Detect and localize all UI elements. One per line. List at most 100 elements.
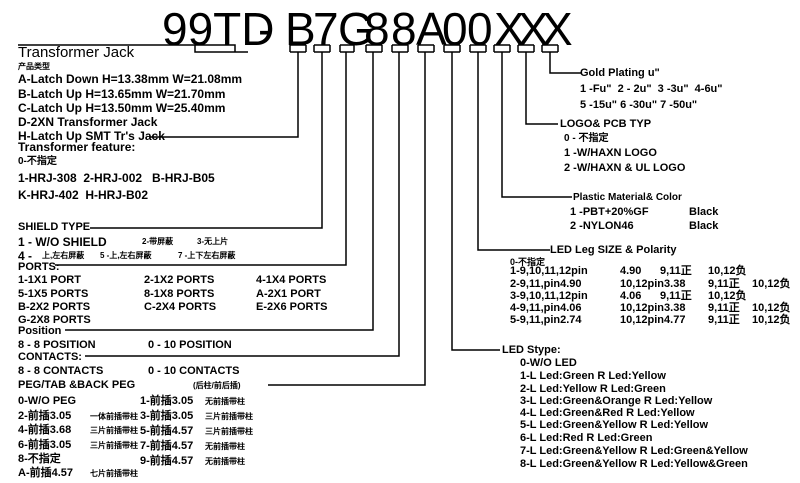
peg-item-note: 无前插带柱 (205, 457, 245, 466)
led-leg-item: 10,12pin4.77 (620, 314, 686, 326)
shield-item: 7 -上下左右屏蔽 (178, 251, 236, 260)
peg-item: 1-前插3.05 (140, 395, 194, 407)
led-leg-title: LED Leg SIZE & Polarity (550, 244, 677, 256)
led-leg-item: 10,12负 (708, 290, 747, 302)
port-item: 2-1X2 PORTS (144, 274, 215, 286)
code-dash: - (258, 3, 274, 55)
leader-peg (268, 52, 426, 386)
peg-item-note: 三片前插带柱 (90, 441, 138, 450)
position-item: 8 - 8 POSITION (18, 339, 96, 351)
led-stype-item: 3-L Led:Green&Orange R Led:Yellow (520, 395, 713, 407)
led-leg-item: 9,11正 (660, 290, 692, 302)
plastic-item: 1 -PBT+20%GF (570, 206, 649, 218)
contacts-item: 8 - 8 CONTACTS (18, 365, 104, 377)
plastic-color: Black (689, 220, 719, 232)
port-item: A-2X1 PORT (256, 288, 321, 300)
feature-item: 0-不指定 (18, 156, 57, 167)
plastic-color: Black (689, 206, 719, 218)
leader-gold (549, 52, 582, 74)
jack-item: A-Latch Down H=13.38mm W=21.08mm (18, 72, 243, 86)
code-ports: 8 (364, 3, 390, 55)
plastic-item: 2 -NYLON46 (570, 220, 634, 232)
led-stype-item: 6-L Led:Red R Led:Green (520, 432, 653, 444)
led-leg-item: 10,12pin3.38 (620, 278, 686, 290)
led-stype-item: 4-L Led:Green&Red R Led:Yellow (520, 407, 695, 419)
led-stype-item: 0-W/O LED (520, 357, 577, 369)
led-leg-item: 1-9,10,11,12pin (510, 265, 588, 277)
transformer-jack-title: Transformer Jack (18, 44, 135, 61)
led-leg-item: 10,12负 (708, 265, 747, 277)
led-leg-item: 10,12负 (752, 314, 791, 326)
peg-item-note: 七片前插带柱 (90, 469, 138, 478)
peg-item: 4-前插3.68 (18, 424, 72, 436)
shield-item: 5 -上,左右屏蔽 (100, 251, 152, 260)
led-leg-item: 4-9,11,pin4.06 (510, 302, 582, 314)
code-peg: 0 (442, 3, 468, 55)
peg-item: 7-前插4.57 (140, 440, 194, 452)
peg-item-note: 三片前插带柱 (205, 427, 253, 436)
leader-logo (525, 52, 558, 125)
port-item: 5-1X5 PORTS (18, 288, 89, 300)
led-leg-item: 10,12pin3.38 (620, 302, 686, 314)
peg-title-note: (后柱/前后插) (193, 381, 241, 390)
port-item: 1-1X1 PORT (18, 274, 81, 286)
shield-item: 2-带屏蔽 (142, 237, 174, 246)
peg-item: 5-前插4.57 (140, 425, 194, 437)
led-leg-item: 9,11正 (660, 265, 692, 277)
led-leg-item: 9,11正 (708, 302, 740, 314)
shield-type-title: SHIELD TYPE (18, 221, 91, 233)
contacts-item: 0 - 10 CONTACTS (148, 365, 240, 377)
code-feature: 7 (313, 3, 339, 55)
transformer-feature-title: Transformer feature: (18, 140, 136, 154)
led-leg-item: 0-不指定 (510, 257, 546, 267)
gold-plating-title: Gold Plating u" (580, 67, 660, 79)
port-item: B-2X2 PORTS (18, 301, 91, 313)
shield-item: 3-无上片 (197, 237, 229, 246)
code-gold: X (542, 3, 573, 55)
peg-item: 6-前插3.05 (18, 439, 72, 451)
led-leg-item: 10,12负 (752, 302, 791, 314)
led-stype-item: 1-L Led:Green R Led:Yellow (520, 370, 666, 382)
led-leg-item: 9,11正 (708, 314, 740, 326)
code-jack: B (285, 3, 316, 55)
plastic-title: Plastic Material& Color (573, 192, 682, 203)
led-leg-item: 4.06 (620, 290, 642, 302)
port-item: E-2X6 PORTS (256, 301, 328, 313)
feature-item: 1-HRJ-308 2-HRJ-002 B-HRJ-B05 (18, 171, 215, 185)
shield-item: 4 - (18, 249, 33, 263)
transformer-jack-subtitle: 产品类型 (18, 62, 50, 71)
gold-item: 5 -15u" 6 -30u" 7 -50u" (580, 99, 698, 111)
code-led-stype: 0 (467, 3, 493, 55)
peg-item: A-前插4.57 (18, 467, 74, 479)
led-leg-item: 3-9,10,11,12pin (510, 290, 588, 302)
led-stype-title: LED Stype: (502, 344, 561, 356)
leader-led-stype (451, 52, 500, 351)
code-position: 8 (391, 3, 417, 55)
feature-item: K-HRJ-402 H-HRJ-B02 (18, 188, 149, 202)
port-item: C-2X4 PORTS (144, 301, 217, 313)
port-item: 8-1X8 PORTS (144, 288, 215, 300)
led-stype-item: 2-L Led:Yellow R Led:Green (520, 383, 666, 395)
peg-item: 3-前插3.05 (140, 410, 194, 422)
ports-title: PORTS: (18, 261, 60, 273)
led-leg-item: 9,11正 (708, 278, 740, 290)
leader-led-leg (477, 52, 550, 251)
position-item: 0 - 10 POSITION (148, 339, 232, 351)
shield-item: 1 - W/O SHIELD (18, 235, 107, 249)
led-leg-item: 5-9,11,pin2.74 (510, 314, 582, 326)
peg-item-note: 无前插带柱 (205, 397, 245, 406)
shield-item: 上,左右屏蔽 (42, 251, 85, 260)
logo-title: LOGO& PCB TYP (560, 118, 652, 130)
logo-item: 2 -W/HAXN & UL LOGO (564, 162, 686, 174)
led-stype-item: 8-L Led:Green&Yellow R Led:Yellow&Green (520, 458, 748, 470)
position-title: Position (18, 325, 62, 337)
led-stype-item: 7-L Led:Green&Yellow R Led:Green&Yellow (520, 445, 748, 457)
jack-item: C-Latch Up H=13.50mm W=25.40mm (18, 101, 226, 115)
jack-item: D-2XN Transformer Jack (18, 115, 158, 129)
led-leg-item: 4.90 (620, 265, 642, 277)
jack-item: H-Latch Up SMT Tr's Jack (18, 129, 165, 143)
peg-item: 9-前插4.57 (140, 455, 194, 467)
peg-item: 2-前插3.05 (18, 410, 72, 422)
logo-item: 0 - 不指定 (564, 133, 609, 144)
jack-item: B-Latch Up H=13.65mm W=21.70mm (18, 87, 226, 101)
